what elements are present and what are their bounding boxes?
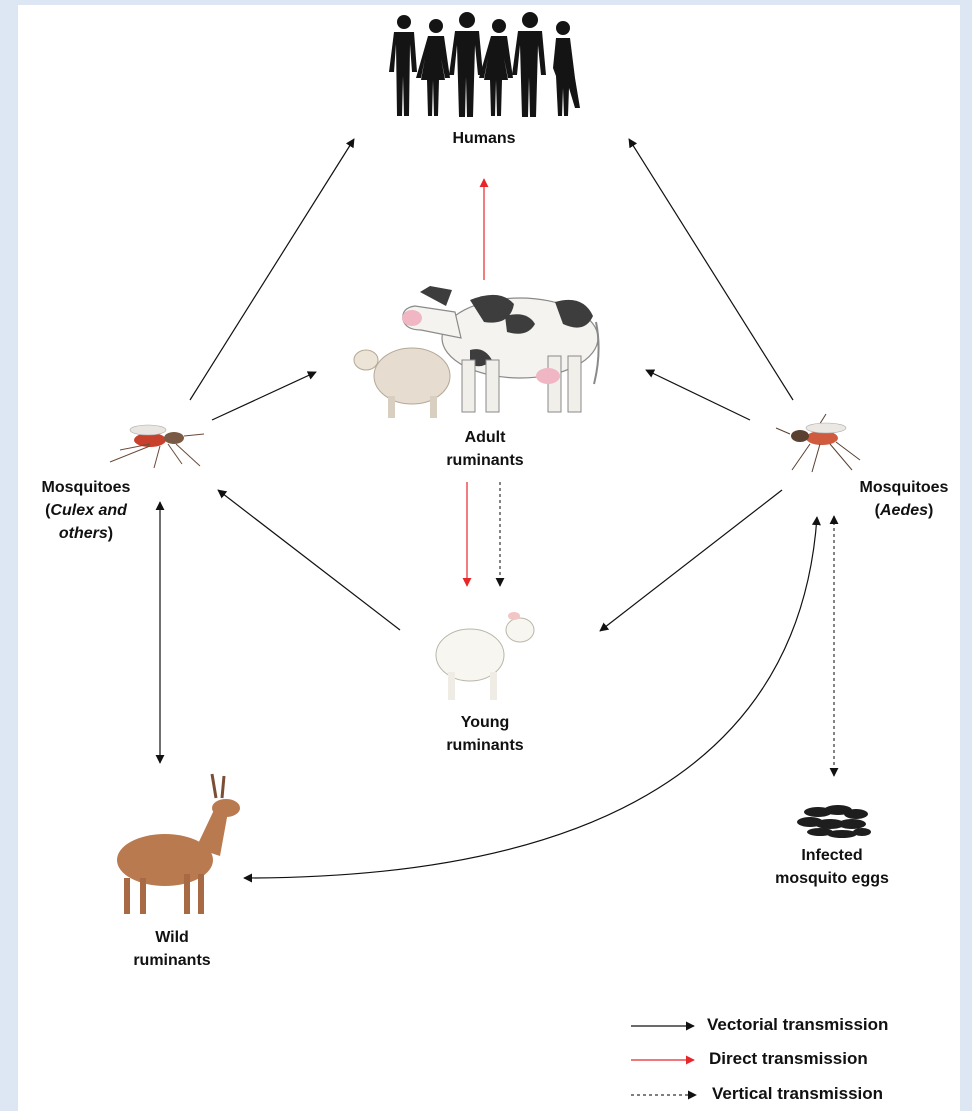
label-aedes-italic: Aedes [880,502,928,519]
label-eggs-line1: Infected [752,844,912,867]
label-culex-italic2: others [59,525,108,542]
label-young-line2: ruminants [425,734,545,757]
label-adult-line1: Adult [425,426,545,449]
label-culex-line3: others) [22,522,150,545]
legend-vertical-label: Vertical transmission [712,1084,883,1104]
label-adult-ruminants: Adult ruminants [425,426,545,472]
label-aedes-mosquitoes: Mosquitoes (Aedes) [840,476,968,522]
label-aedes-line1: Mosquitoes [840,476,968,499]
label-aedes-line2: (Aedes) [840,499,968,522]
label-culex-line2: (Culex and [22,499,150,522]
label-culex-line1: Mosquitoes [22,476,150,499]
label-eggs-line2: mosquito eggs [752,867,912,890]
label-wild-ruminants: Wild ruminants [112,926,232,972]
label-culex-mosquitoes: Mosquitoes (Culex and others) [22,476,150,545]
label-humans: Humans [430,127,538,150]
label-culex-italic1: Culex and [50,502,126,519]
label-wild-line2: ruminants [112,949,232,972]
label-infected-eggs: Infected mosquito eggs [752,844,912,890]
legend-direct-label: Direct transmission [709,1049,868,1069]
label-young-ruminants: Young ruminants [425,711,545,757]
mosquito-eggs-icon [797,805,871,838]
label-young-line1: Young [425,711,545,734]
legend-vectorial-label: Vectorial transmission [707,1015,888,1035]
label-adult-line2: ruminants [425,449,545,472]
label-wild-line1: Wild [112,926,232,949]
